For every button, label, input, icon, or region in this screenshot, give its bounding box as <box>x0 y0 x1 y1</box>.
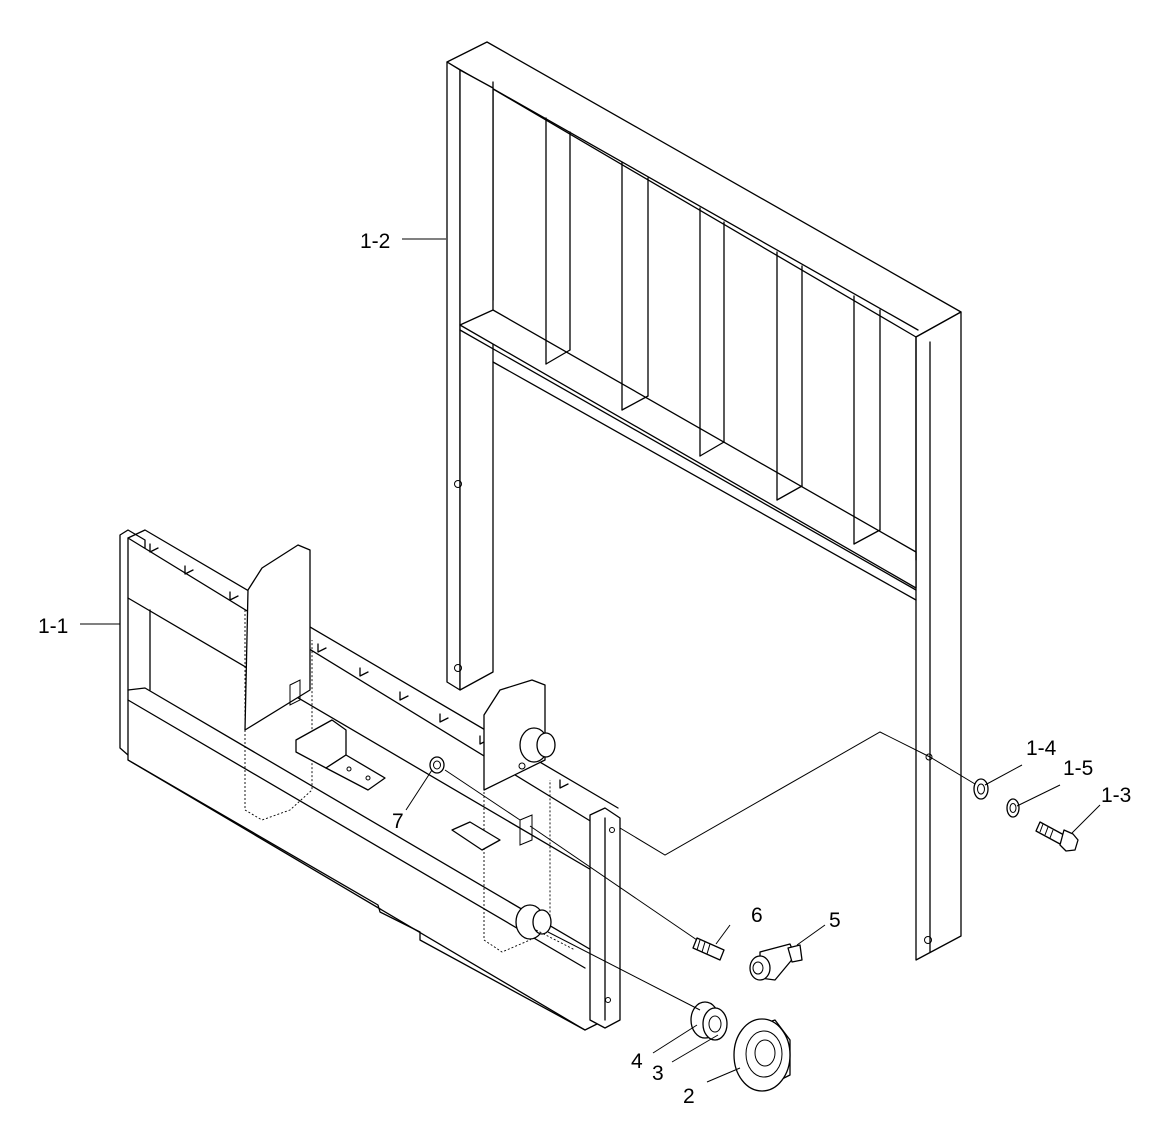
callout-5: 5 <box>829 909 841 932</box>
part-3-4-spacer-washer <box>690 1001 728 1041</box>
callout-1-4: 1-4 <box>1026 737 1057 760</box>
load-backrest <box>446 41 962 961</box>
part-6-pin <box>692 937 725 961</box>
callout-1-2: 1-2 <box>360 230 390 253</box>
part-1-4-washer <box>973 778 989 800</box>
callout-6: 6 <box>751 904 763 927</box>
part-1-5-lock-washer <box>1006 798 1020 818</box>
part-2-roller-bearing <box>733 1018 791 1092</box>
part-7-nut <box>429 756 445 774</box>
part-1-3-bolt <box>1035 821 1079 852</box>
callout-4: 4 <box>631 1050 643 1073</box>
callout-7: 7 <box>392 810 404 833</box>
callout-3: 3 <box>652 1062 664 1085</box>
fork-carriage <box>119 529 621 1031</box>
callout-1-3: 1-3 <box>1101 784 1131 807</box>
assembly-lines <box>80 238 1101 1083</box>
callout-1-5: 1-5 <box>1063 757 1093 780</box>
callout-2: 2 <box>683 1085 695 1108</box>
callout-1-1: 1-1 <box>38 615 68 638</box>
part-5-side-roller <box>749 943 803 981</box>
